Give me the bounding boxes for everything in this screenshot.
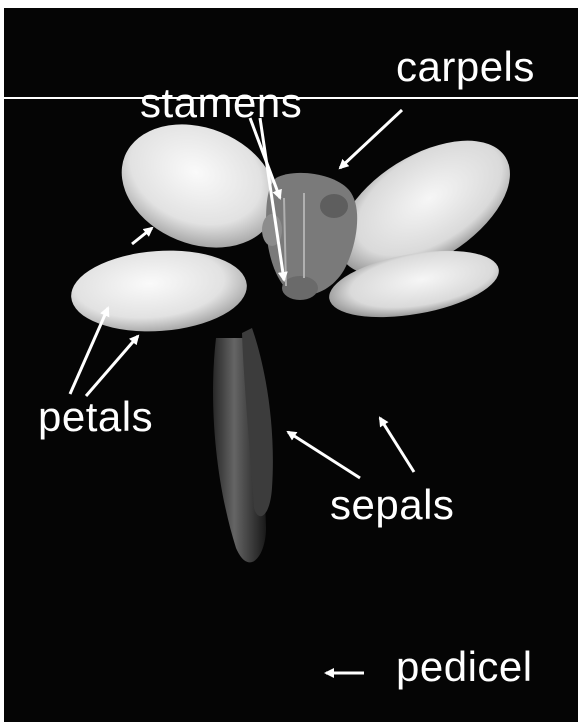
stamen-anther-3 — [320, 194, 348, 218]
petal-lower-left — [68, 245, 249, 337]
stamen-anther-1 — [282, 276, 318, 300]
carpels-arrow — [340, 110, 402, 168]
flower-photo: carpels stamens petals sepals pedicel — [4, 8, 578, 722]
label-stamens: stamens — [140, 82, 302, 124]
label-pedicel: pedicel — [396, 646, 533, 688]
petals-arrow-1 — [70, 308, 108, 394]
petals-arrow-3 — [132, 228, 152, 244]
petal-upper-left — [103, 102, 295, 269]
sepals-arrow-1 — [288, 432, 360, 478]
label-sepals: sepals — [330, 484, 454, 526]
petals-arrow-2 — [86, 336, 138, 396]
label-petals: petals — [38, 396, 153, 438]
sepals-arrow-2 — [380, 418, 414, 472]
label-carpels: carpels — [396, 46, 535, 88]
